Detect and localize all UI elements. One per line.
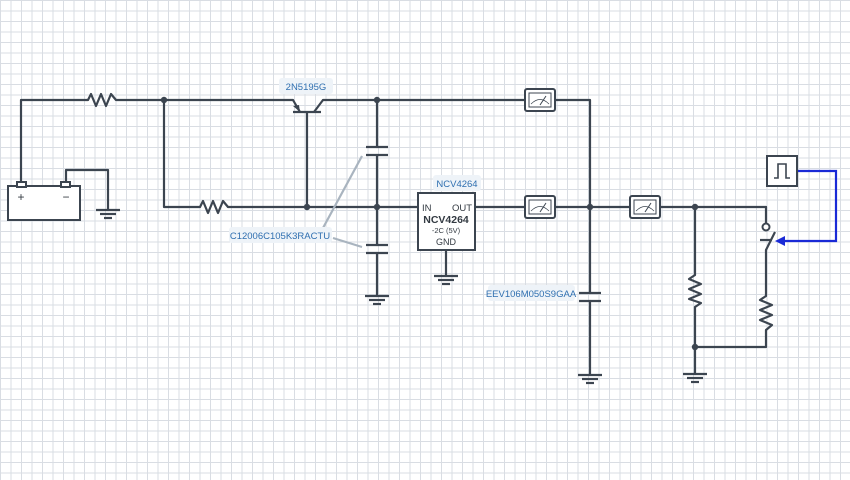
regulator-pin-in: IN [422,203,432,214]
label-regulator-text: NCV4264 [436,179,477,190]
resistor-icon[interactable] [87,92,117,108]
regulator-variant: -2C (5V) [432,226,461,235]
label-capacitor-input: C12006C105K3RACTU [229,227,332,243]
junction-nodes [160,96,699,351]
resistor-icon[interactable] [687,274,703,308]
ground-icon [365,294,389,306]
control-signal-wire [779,169,838,243]
pulse-source-icon[interactable] [766,155,798,187]
ground-icon [683,372,707,384]
label-transistor-text: 2N5195G [286,82,327,93]
label-regulator: NCV4264 [433,175,481,191]
label-transistor: 2N5195G [279,78,333,94]
signal-arrowhead [775,236,785,246]
label-capacitor-output: EEV106M050S9GAA [486,285,577,301]
switch-icon[interactable] [760,222,776,251]
regulator-pin-gnd: GND [436,237,457,247]
regulator-pin-out: OUT [452,203,472,214]
ammeter-icon[interactable] [629,195,661,219]
capacitor-icon[interactable] [366,243,388,255]
label-capacitor-input-text: C12006C105K3RACTU [230,231,330,242]
wires [19,98,768,377]
leader-line [332,236,363,249]
label-capacitor-output-text: EEV106M050S9GAA [486,289,577,300]
battery-minus-label: − [62,190,69,204]
resistor-icon[interactable] [758,295,774,331]
ammeter-icon[interactable] [524,195,556,219]
pnp-transistor-icon[interactable] [292,99,324,114]
ground-icon [434,274,458,286]
ground-icon [96,208,120,220]
leader-line [322,155,363,229]
battery-plus-label: + [17,190,24,204]
resistor-icon[interactable] [199,199,229,215]
voltage-regulator-icon[interactable]: IN OUT NCV4264 -2C (5V) GND [417,192,476,251]
battery-icon[interactable]: + − [7,181,81,221]
ground-icon [578,373,602,385]
capacitor-icon[interactable] [579,291,601,303]
regulator-name: NCV4264 [423,214,469,226]
ammeter-icon[interactable] [524,88,556,112]
capacitor-icon[interactable] [366,145,388,157]
